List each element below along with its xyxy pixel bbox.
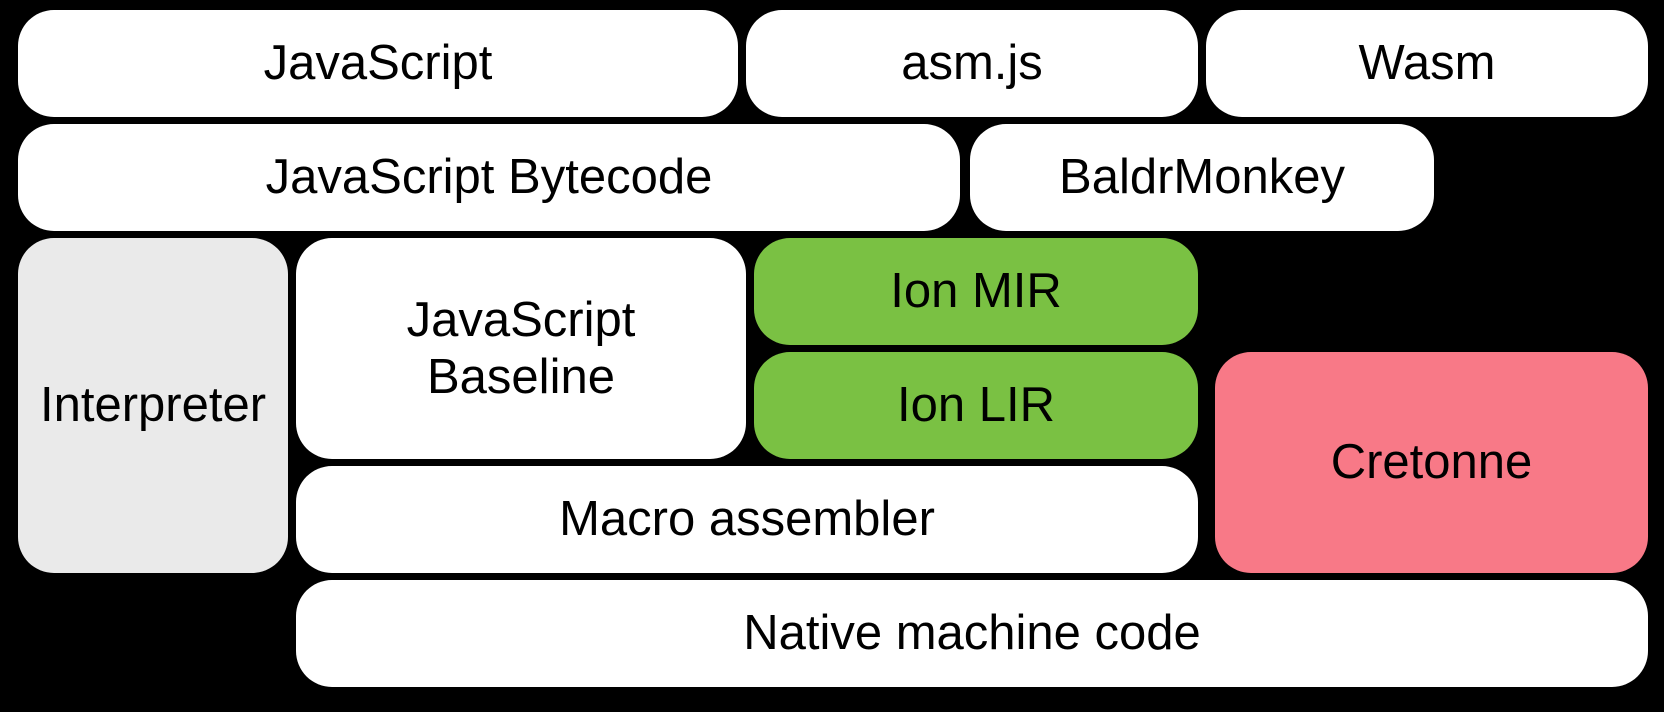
node-label: Interpreter xyxy=(39,378,267,433)
node-baldrmonkey: BaldrMonkey xyxy=(970,124,1434,231)
node-label: Native machine code xyxy=(743,606,1201,661)
node-label: BaldrMonkey xyxy=(1059,150,1345,205)
node-wasm: Wasm xyxy=(1206,10,1648,117)
node-interpreter: Interpreter xyxy=(18,238,288,573)
node-ion-lir: Ion LIR xyxy=(754,352,1198,459)
node-javascript-bytecode: JavaScript Bytecode xyxy=(18,124,960,231)
node-label: JavaScript Baseline xyxy=(406,292,636,404)
node-javascript-baseline: JavaScript Baseline xyxy=(296,238,746,459)
node-label: JavaScript Bytecode xyxy=(265,150,713,205)
node-label: Ion LIR xyxy=(897,378,1055,433)
node-label: Macro assembler xyxy=(559,492,935,547)
node-label: Cretonne xyxy=(1330,435,1533,490)
node-label: Wasm xyxy=(1358,36,1496,91)
node-javascript: JavaScript xyxy=(18,10,738,117)
node-ion-mir: Ion MIR xyxy=(754,238,1198,345)
node-asmjs: asm.js xyxy=(746,10,1198,117)
node-macro-assembler: Macro assembler xyxy=(296,466,1198,573)
node-label: Ion MIR xyxy=(890,264,1062,319)
node-cretonne: Cretonne xyxy=(1215,352,1648,573)
node-label: asm.js xyxy=(901,36,1043,91)
node-native-machine-code: Native machine code xyxy=(296,580,1648,687)
node-label: JavaScript xyxy=(263,36,493,91)
